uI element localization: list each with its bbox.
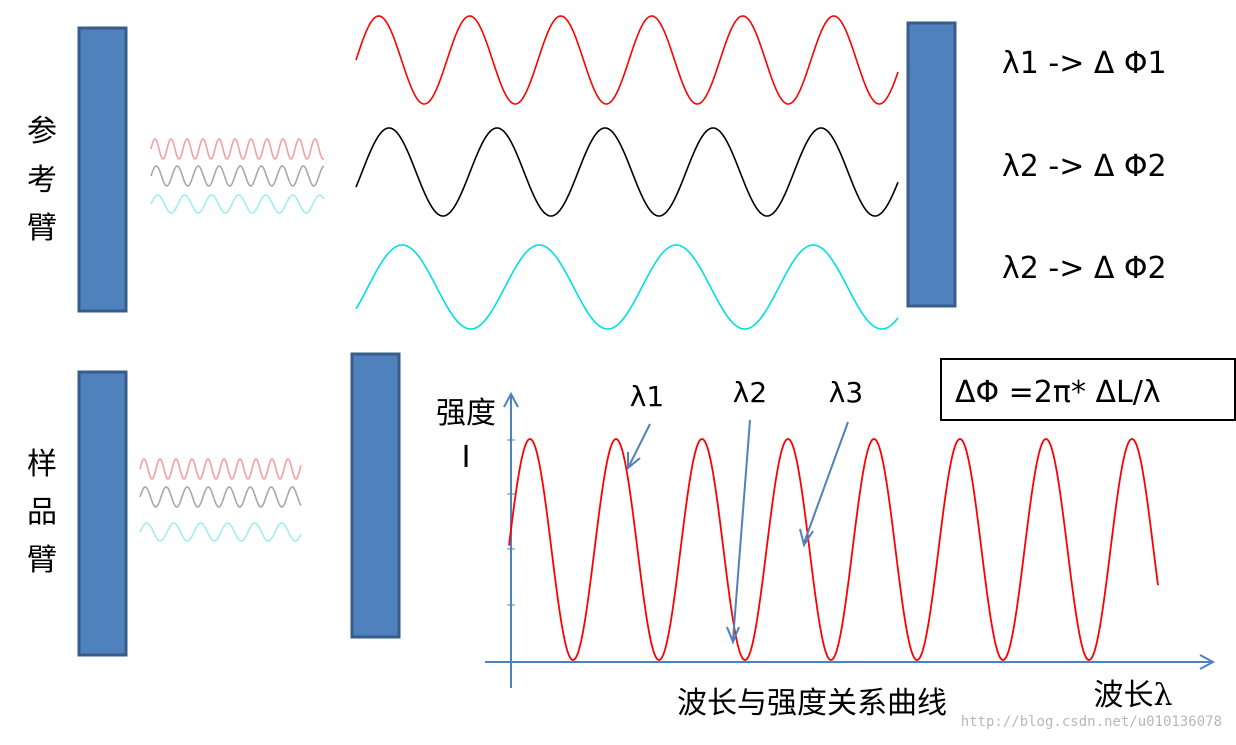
reference-arm-char-2: 考 xyxy=(27,163,57,198)
relation-text-3: λ2 -> Δ Φ2 xyxy=(1002,251,1167,286)
reference-mirror-plate xyxy=(906,21,957,308)
y-axis-label: 强度 xyxy=(436,396,496,431)
formula-text: ΔΦ =2π* ΔL/λ xyxy=(955,375,1161,410)
pointer-arrow-lambda1 xyxy=(627,423,651,471)
reference-arm-char-1: 参 xyxy=(27,114,57,149)
small-wave-sample-gray xyxy=(139,486,302,508)
y-axis-label-symbol: I xyxy=(462,440,471,475)
sample-arm-char-3: 臂 xyxy=(27,543,57,578)
y-axis-arrowhead xyxy=(503,391,519,408)
relation-text-1: λ1 -> Δ Φ1 xyxy=(1002,46,1167,81)
small-wave-sample-cyan xyxy=(139,522,302,542)
x-axis-arrowhead xyxy=(1199,654,1216,670)
sample-plate xyxy=(350,352,401,639)
small-wave-ref-gray xyxy=(150,165,325,187)
wave-lambda3-cyan xyxy=(355,244,899,330)
sample-arm-label: 样 品 臂 xyxy=(27,447,57,578)
small-wave-ref-red xyxy=(150,138,325,160)
pointer-arrow-lambda2 xyxy=(726,419,751,645)
wave-lambda2-black xyxy=(355,127,899,217)
intensity-curve xyxy=(508,438,1159,661)
graph-caption: 波长与强度关系曲线 xyxy=(677,686,947,721)
watermark: http://blog.csdn.net/u010136078 xyxy=(961,714,1222,730)
reference-arm-label: 参 考 臂 xyxy=(27,114,57,246)
graph-axes xyxy=(485,391,1216,688)
sample-arm-char-1: 样 xyxy=(27,447,57,482)
reference-arm-left-plate xyxy=(77,26,128,313)
small-wave-ref-cyan xyxy=(150,194,325,214)
peak-label-lambda1: λ1 xyxy=(630,380,664,413)
formula-box xyxy=(940,358,1236,421)
relation-text-2: λ2 -> Δ Φ2 xyxy=(1002,149,1167,184)
x-axis-label: 波长λ xyxy=(1093,678,1172,713)
pointer-arrow-lambda3 xyxy=(799,421,849,548)
reference-arm-char-3: 臂 xyxy=(27,211,57,246)
peak-label-lambda2: λ2 xyxy=(733,376,767,409)
sample-arm-left-plate xyxy=(77,370,128,657)
wave-lambda1-red xyxy=(355,15,899,105)
small-wave-sample-red xyxy=(139,458,302,480)
sample-arm-char-2: 品 xyxy=(27,495,57,530)
peak-label-lambda3: λ3 xyxy=(829,376,863,409)
